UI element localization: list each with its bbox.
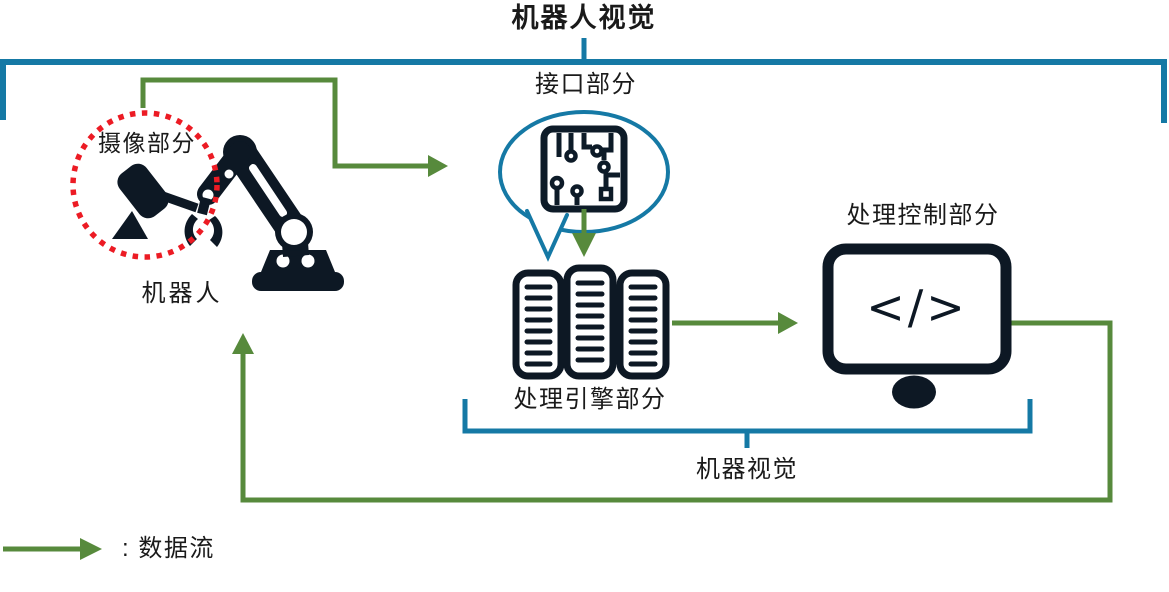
arrowhead	[572, 233, 596, 257]
monitor-code-glyph: </>	[866, 280, 968, 334]
speech-bubble-tail	[525, 209, 569, 262]
gripper-right-claw	[209, 216, 223, 247]
robot-arm-icon	[184, 135, 344, 291]
page-title: 机器人视觉	[511, 3, 657, 33]
arrowhead	[778, 312, 798, 334]
cctv-camera-icon	[112, 163, 199, 239]
legend-label: : 数据流	[122, 535, 215, 562]
server-stack-icon	[512, 264, 670, 380]
monitor-icon	[822, 243, 1012, 409]
red-dotted-circle	[70, 110, 220, 260]
robot-vision-bracket	[0, 38, 1167, 123]
control-to-robot-arrow	[232, 320, 1113, 503]
engine-to-control-arrow	[672, 312, 798, 334]
gripper-left-claw	[184, 214, 198, 246]
engine-label: 处理引擎部分	[513, 386, 667, 413]
control-label: 处理控制部分	[846, 202, 1000, 229]
camera-to-interface-arrow	[140, 77, 448, 177]
camera-part-label: 摄像部分	[98, 130, 196, 156]
gripper-wrist	[197, 196, 211, 216]
interface-label: 接口部分	[535, 71, 637, 98]
arrowhead	[232, 333, 254, 354]
arrowhead	[80, 538, 102, 560]
machine-vision-bracket	[462, 399, 1033, 448]
data-flow-arrow	[3, 538, 102, 560]
robot-label: 机器人	[141, 280, 223, 307]
interface-to-engine-arrow	[572, 209, 596, 257]
machine-vision-label: 机器视觉	[696, 456, 798, 483]
arrowhead	[428, 155, 448, 177]
circuit-board-icon	[540, 125, 628, 213]
monitor-stand	[892, 375, 936, 409]
